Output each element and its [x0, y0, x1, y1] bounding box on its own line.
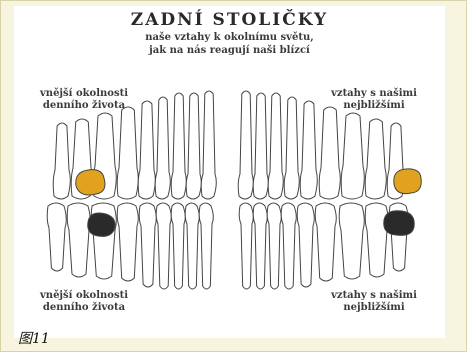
dark-molar-left: [88, 213, 115, 236]
lower-tooth: [339, 203, 364, 279]
lower-tooth: [117, 203, 138, 281]
upper-tooth: [365, 119, 386, 199]
lower-tooth: [171, 203, 185, 289]
lower-tooth: [67, 203, 90, 277]
upper-tooth: [53, 123, 70, 199]
lower-tooth: [253, 203, 267, 289]
upper-tooth: [138, 101, 155, 199]
teeth-diagram: [14, 6, 445, 338]
upper-tooth: [155, 97, 170, 199]
lower-tooth: [365, 203, 388, 277]
lower-tooth: [156, 203, 171, 289]
lower-tooth: [139, 203, 156, 287]
lower-tooth: [185, 203, 199, 289]
upper-tooth: [238, 91, 253, 199]
gold-molar-right: [394, 169, 422, 194]
upper-tooth: [341, 113, 364, 199]
upper-tooth: [253, 93, 268, 199]
lower-tooth: [297, 203, 314, 287]
upper-tooth: [171, 93, 186, 199]
gold-molar-left: [76, 170, 105, 195]
upper-tooth: [319, 107, 340, 199]
upper-tooth: [300, 101, 317, 199]
lower-tooth: [315, 203, 336, 281]
lower-tooth: [47, 203, 66, 271]
upper-tooth: [284, 97, 299, 199]
upper-tooth: [201, 91, 216, 199]
upper-tooth: [268, 93, 283, 199]
upper-tooth: [117, 107, 138, 199]
upper-teeth-row: [53, 91, 404, 199]
lower-tooth: [239, 203, 253, 289]
lower-tooth: [267, 203, 281, 289]
upper-tooth: [186, 93, 201, 199]
dark-molar-right: [384, 211, 415, 236]
figure-caption: 图11: [18, 328, 50, 348]
lower-tooth: [199, 203, 213, 289]
lower-tooth: [281, 203, 296, 289]
